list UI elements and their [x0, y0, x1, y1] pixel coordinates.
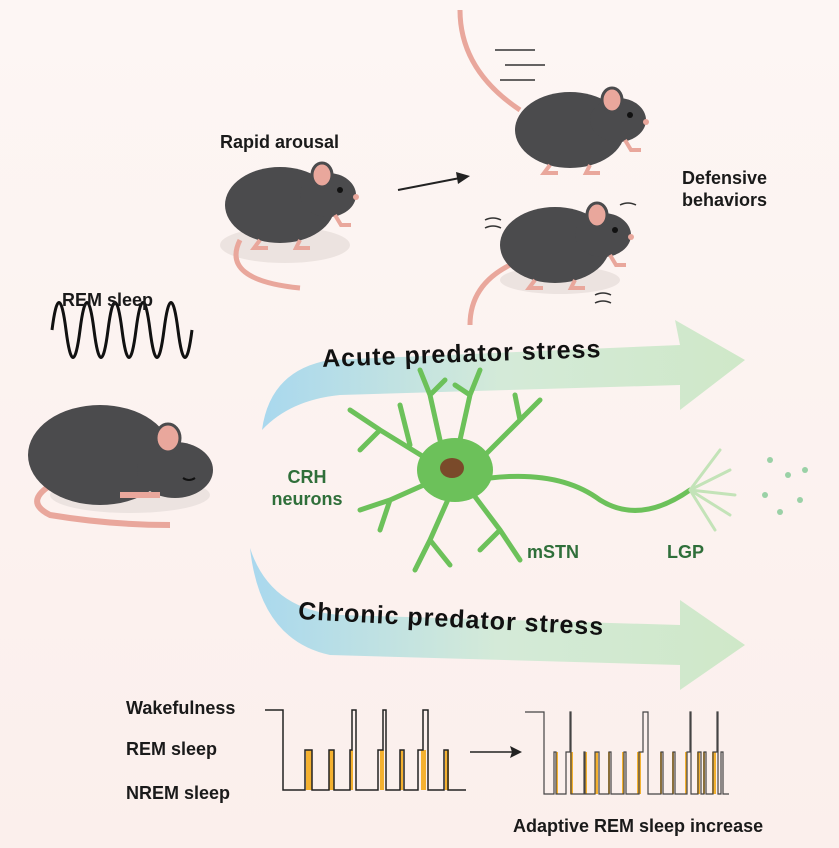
label-rapid-arousal: Rapid arousal [220, 132, 340, 152]
mouse-freezing [467, 201, 637, 326]
vesicles [762, 457, 808, 515]
crh-neuron [347, 367, 737, 573]
chronic-arrow [250, 548, 745, 690]
mouse-running [457, 9, 651, 175]
state-change-arrow [470, 746, 522, 758]
label-crh-neurons: CRH neurons [271, 467, 343, 509]
mouse-sleeping [28, 405, 213, 528]
label-lgp: LGP [667, 542, 705, 562]
label-rem-sleep: REM sleep [126, 739, 218, 759]
label-nrem-sleep: NREM sleep [126, 783, 231, 803]
rem-wave [50, 301, 194, 359]
hypnogram-before [265, 709, 466, 791]
acute-arrow [262, 320, 745, 430]
label-wakefulness: Wakefulness [126, 698, 236, 718]
label-defensive-behaviors: Defensive behaviors [682, 168, 768, 210]
hypnogram-after [525, 711, 729, 795]
label-mstn: mSTN [527, 542, 580, 562]
label-adaptive-rem-increase: Adaptive REM sleep increase [513, 816, 764, 836]
neuron-nucleus [440, 458, 464, 478]
mouse-rapid-arousal [220, 161, 361, 291]
label-rem-sleep-top: REM sleep [62, 290, 154, 310]
arousal-arrow [397, 172, 470, 191]
